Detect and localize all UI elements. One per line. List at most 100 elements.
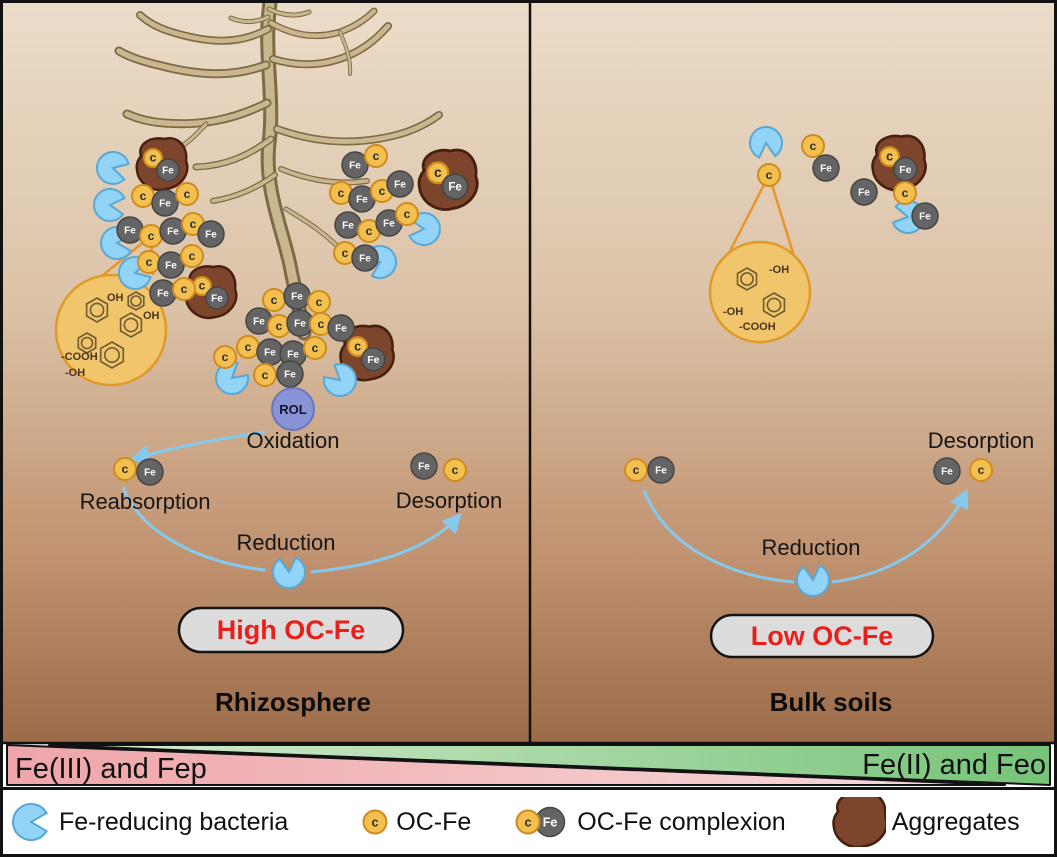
legend-item-complexion: Fe c OC-Fe complexion: [515, 804, 786, 840]
fe-label: Fe: [157, 289, 169, 300]
oc-fe-complexion-icon: Fe c: [515, 806, 566, 838]
oc-label: c: [262, 368, 269, 382]
fe-label: Fe: [342, 221, 354, 232]
oc-circle: [213, 345, 237, 369]
oc-circle: [347, 336, 369, 358]
oc-label: c: [245, 340, 252, 354]
root-branch: [270, 23, 391, 67]
svg-text:c: c: [372, 816, 379, 830]
oc-label: c: [189, 249, 196, 263]
fe-reducing-bacteria-icon: [96, 151, 130, 185]
legend: Fe-reducing bacteria c OC-Fe Fe c OC-Fe …: [3, 787, 1054, 854]
legend-item-ocfe: c OC-Fe: [360, 807, 471, 837]
root-branch: [274, 112, 442, 144]
molecule-label: -OH: [723, 306, 743, 318]
oc-circle: [180, 244, 204, 268]
bulk-left-arc: [642, 489, 795, 584]
fe-circle: [361, 346, 386, 372]
oc-label: c: [276, 319, 283, 333]
diagram-canvas: OHOH-COOH-OH-OH-OH-COOHcFecFecFecFecFecF…: [3, 3, 1054, 786]
low-ocfe-badge: Low OC-Fe: [709, 613, 935, 659]
fe2-wedge: [48, 744, 1051, 786]
oc-label: c: [902, 186, 909, 200]
oc-fe-icon: c: [362, 809, 388, 835]
fe-label: Fe: [899, 164, 911, 176]
oc-label: c: [810, 139, 817, 153]
fe-circle: [441, 173, 469, 201]
fe-label: Fe: [165, 261, 177, 272]
benzene-inner-circle: [740, 272, 754, 286]
high-ocfe-badge-text: High OC-Fe: [217, 615, 366, 645]
benzene-inner-circle: [123, 317, 139, 333]
oc-label: c: [379, 184, 386, 198]
fe-label: Fe: [264, 348, 276, 359]
fe-label: Fe: [124, 226, 136, 237]
fe-circle: [276, 360, 304, 388]
fe-circle: [205, 286, 229, 310]
fe-label: Fe: [394, 180, 406, 191]
benzene-ring: [119, 312, 143, 338]
oc-circle: [303, 336, 327, 360]
molecule-label: OH: [143, 310, 160, 322]
scene-layer: OHOH-COOH-OH-OH-OH-COOHcFecFecFecFecFecF…: [61, 3, 993, 597]
root-branch: [211, 173, 277, 203]
aggregate: cFe: [417, 148, 479, 211]
fe-label: Fe: [167, 227, 179, 238]
fe-reducing-bacteria-icon: [749, 126, 783, 159]
oc-circle: [143, 148, 163, 168]
oc-circle: [426, 161, 450, 185]
fe-reducing-bacteria-icon: [12, 803, 48, 841]
oc-label: c: [148, 229, 155, 243]
fe-circle: [156, 158, 180, 182]
oc-label: c: [766, 168, 773, 182]
fe-label: Fe: [359, 254, 371, 265]
fe-label: Fe: [418, 462, 430, 473]
oc-label: c: [122, 462, 129, 476]
oc-circle: [395, 202, 419, 226]
oc-label: c: [150, 151, 157, 165]
molecule-label: -OH: [65, 367, 85, 379]
gradient-wedge-bar: Fe(III) and Fep Fe(II) and Feo: [3, 741, 1054, 786]
oc-label: c: [190, 217, 197, 231]
legend-label-complexion: OC-Fe complexion: [577, 807, 786, 836]
panel-title-bulk-soils: Bulk soils: [770, 687, 893, 717]
legend-label-aggregates: Aggregates: [891, 807, 1020, 836]
fe-label: Fe: [287, 350, 299, 361]
oc-circle: [879, 146, 901, 168]
root-branch: [229, 15, 270, 24]
root-branch: [338, 30, 352, 76]
oc-label: c: [366, 224, 373, 238]
oc-label: c: [184, 187, 191, 201]
oc-label: c: [140, 189, 147, 203]
benzene-ring: [99, 341, 125, 369]
fe-label: Fe: [919, 212, 931, 223]
cycle-arrows: [121, 430, 969, 584]
benzene-inner-circle: [130, 295, 142, 307]
oc-label: c: [338, 186, 345, 200]
fe-circle: [410, 452, 438, 480]
oc-label: c: [633, 463, 640, 477]
oc-label: c: [199, 279, 206, 293]
root-branch: [124, 100, 270, 127]
oc-label: c: [181, 282, 188, 296]
fe-label: Fe: [655, 466, 667, 477]
root-branch: [279, 167, 369, 185]
fe-label: Fe: [205, 230, 217, 241]
benzene-ring: [85, 297, 109, 323]
benzene-ring: [77, 332, 97, 354]
low-ocfe-badge-text: Low OC-Fe: [751, 621, 894, 651]
fe-label: Fe: [858, 188, 870, 199]
fe-label: Fe: [335, 324, 347, 335]
benzene-inner-circle: [104, 346, 121, 363]
reabsorption-to-reduction-arc: [121, 486, 266, 572]
molecule-label: -COOH: [739, 321, 776, 333]
fe-label: Fe: [349, 161, 361, 172]
fe-circle: [812, 154, 840, 182]
oc-label: c: [886, 149, 893, 163]
rol-circle: [271, 387, 315, 431]
legend-item-aggregates: Aggregates: [831, 797, 1020, 847]
molecule-label: -COOH: [61, 351, 98, 363]
reduction-label-left: Reduction: [236, 530, 335, 555]
oc-label: c: [354, 339, 361, 353]
legend-label-ocfe: OC-Fe: [396, 807, 472, 836]
